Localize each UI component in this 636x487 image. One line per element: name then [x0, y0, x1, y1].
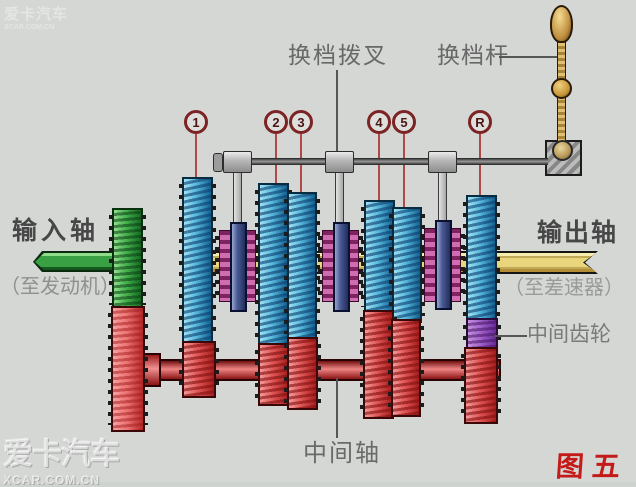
marker-gear-reverse: R [468, 110, 492, 134]
synchronizer-1-sleeve [230, 222, 247, 312]
gear-5-blue [389, 207, 425, 323]
label-shift-lever: 换档杆 [437, 42, 509, 68]
watermark-top: 爱卡汽车 XCAR.COM.CN [4, 3, 68, 31]
leader-shift-fork [336, 70, 338, 154]
label-to-engine: （至发动机） [0, 276, 120, 298]
marker-gear-5: 5 [392, 110, 416, 134]
leader-gear-5 [403, 134, 405, 207]
shift-lever-ball-joint [551, 78, 572, 99]
leader-gear-1 [195, 134, 197, 178]
shift-lever-knob [550, 5, 573, 43]
leader-shift-lever [499, 56, 557, 58]
countershaft-drive-gear [108, 306, 148, 432]
marker-gear-2: 2 [264, 110, 288, 134]
label-intermediate-gear: 中间齿轮 [527, 323, 611, 346]
label-output-shaft: 输出轴 [537, 219, 619, 247]
marker-gear-1: 1 [184, 110, 208, 134]
gear-1-blue [179, 177, 216, 345]
input-shaft [33, 251, 115, 272]
leader-intermediate-gear [494, 335, 527, 337]
shift-rail-slider-3 [428, 151, 457, 173]
shift-rail-slider-1 [223, 151, 252, 173]
gear-reverse-blue [463, 195, 500, 324]
synchronizer-2-sleeve [333, 222, 350, 312]
input-shaft-body [35, 253, 113, 270]
shift-rail-slider-2 [325, 151, 354, 173]
gear-3-blue [284, 192, 320, 341]
input-drive-gear [109, 208, 146, 312]
watermark-top-site: XCAR.COM.CN [4, 24, 55, 31]
synchronizer-3-sleeve [435, 220, 452, 310]
watermark-top-brand: 爱卡汽车 [4, 6, 69, 23]
countershaft-gear-5 [388, 319, 424, 417]
countershaft-gear-reverse [461, 347, 501, 424]
leader-gear-4 [378, 134, 380, 200]
label-input-shaft: 输入轴 [12, 217, 100, 245]
marker-gear-3: 3 [289, 110, 313, 134]
marker-gear-4: 4 [367, 110, 391, 134]
label-countershaft: 中间轴 [303, 440, 381, 467]
figure-caption: 图五 [554, 451, 629, 482]
shift-rail [218, 158, 548, 165]
watermark-bottom: 爱卡汽车 XCAR.COM.CN [3, 429, 120, 487]
leader-countershaft [336, 378, 338, 438]
countershaft-gear-1 [179, 341, 219, 398]
countershaft-gear-3 [284, 337, 321, 410]
label-to-differential: （至差速器） [504, 277, 624, 299]
shift-rail-end-cap [213, 153, 223, 172]
watermark-bottom-brand: 爱卡汽车 [3, 438, 120, 471]
label-shift-fork: 换档拨叉 [288, 42, 388, 68]
shift-lever-base-ball [552, 140, 573, 161]
watermark-bottom-site: XCAR.COM.CN [3, 473, 100, 487]
